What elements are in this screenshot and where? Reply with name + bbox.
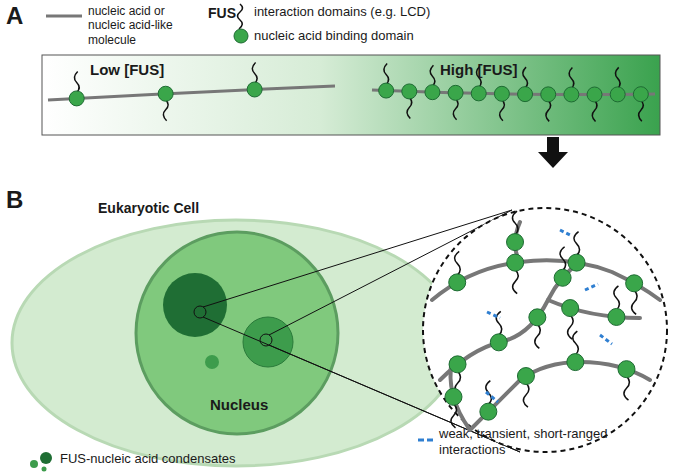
node-label: High [FUS] <box>440 61 517 78</box>
legend-text: weak, transient, short-ranged interactio… <box>439 426 667 457</box>
protein-name: FUS <box>208 5 236 21</box>
legend-text: nucleic acid binding domain <box>254 28 414 43</box>
zoom-source <box>194 306 206 318</box>
fus-molecules <box>445 211 643 428</box>
node-label: Nucleus <box>210 396 268 413</box>
zoom-lines <box>203 210 520 452</box>
node-label: Low [FUS] <box>90 61 164 78</box>
concentration-band <box>42 55 660 135</box>
panel-letter: B <box>6 186 23 214</box>
legend-text: interaction domains (e.g. LCD) <box>254 4 430 19</box>
interaction-sample <box>418 439 433 442</box>
condensate-sample <box>42 467 47 472</box>
zoom-circle <box>423 208 667 452</box>
nucleic-acid-sample <box>46 15 82 18</box>
concentration-band: Low [FUS] High [FUS] <box>42 55 660 135</box>
node-label: Eukaryotic Cell <box>98 200 199 216</box>
condensate-sample <box>40 452 52 464</box>
nucleus-outline: Nucleus <box>134 230 340 436</box>
condensate-dark <box>163 273 227 337</box>
domain-squiggle-sample <box>238 4 243 29</box>
condensate-medium <box>243 317 293 367</box>
binding-domain-sample <box>234 29 248 43</box>
panel-letter: A <box>6 2 23 30</box>
condensate-sample <box>30 460 38 468</box>
legend-text: nucleic acid or nucleic acid-like molecu… <box>88 4 204 47</box>
down-arrow <box>538 137 568 168</box>
zoom-source <box>260 334 272 346</box>
nucleic-acid-network <box>432 222 660 430</box>
legend-text: FUS-nucleic acid condensates <box>60 451 236 466</box>
cell-outline: Eukaryotic CellNucleus <box>10 218 462 468</box>
condensate-small <box>205 355 219 369</box>
weak-interactions <box>486 230 612 402</box>
